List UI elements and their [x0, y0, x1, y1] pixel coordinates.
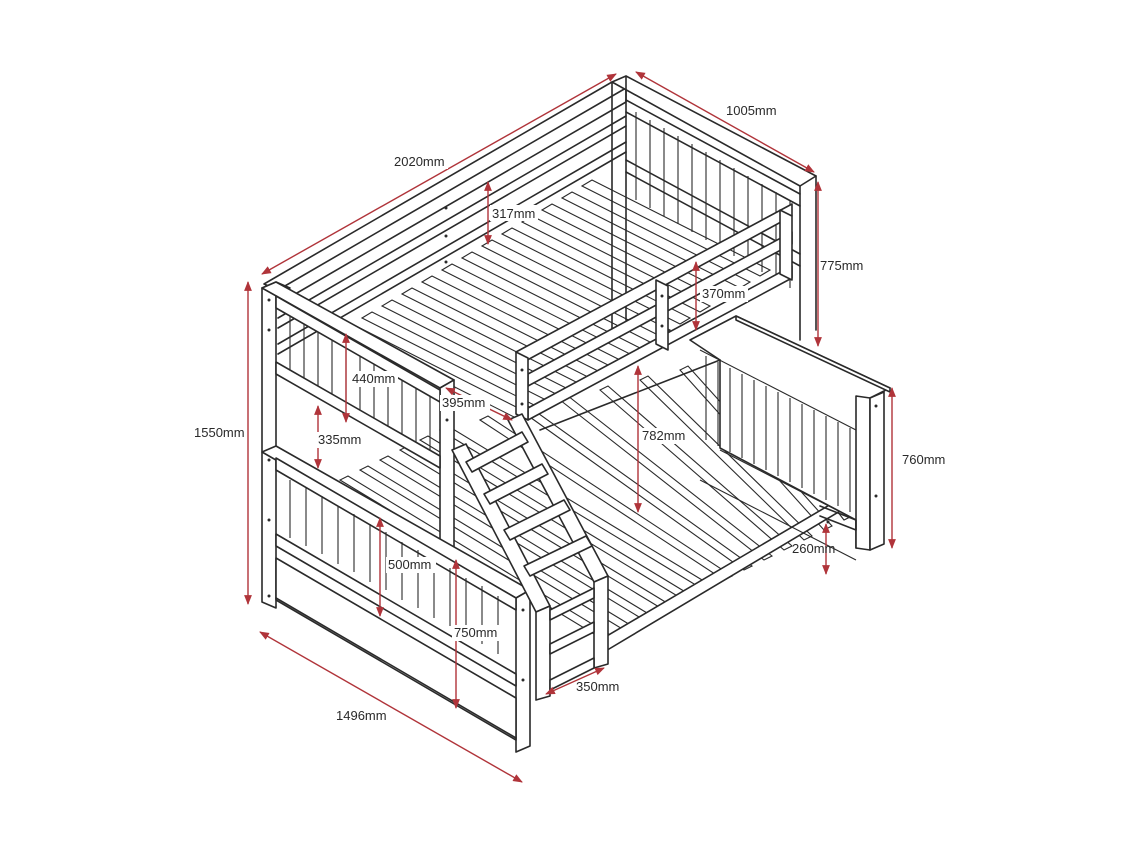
dim-line-350: [545, 667, 605, 695]
dim-line-2020: [261, 73, 617, 275]
bottom-right-end-board: [689, 315, 891, 561]
label-1005: 1005mm: [726, 103, 777, 118]
ladder: [451, 413, 609, 701]
label-370: 370mm: [702, 286, 745, 301]
dim-line-1496: [259, 631, 523, 783]
label-317: 317mm: [492, 206, 535, 221]
dim-line-1005: [635, 71, 815, 173]
label-440: 440mm: [352, 371, 395, 386]
dimension-labels: 2020mm 1005mm 775mm 317mm 370mm 440mm 39…: [194, 103, 945, 723]
top-front-guard: [515, 203, 793, 421]
label-775: 775mm: [820, 258, 863, 273]
label-395: 395mm: [442, 395, 485, 410]
label-1496: 1496mm: [336, 708, 387, 723]
label-1550: 1550mm: [194, 425, 245, 440]
label-335: 335mm: [318, 432, 361, 447]
label-350: 350mm: [576, 679, 619, 694]
label-260: 260mm: [792, 541, 835, 556]
label-2020: 2020mm: [394, 154, 445, 169]
label-750: 750mm: [454, 625, 497, 640]
label-782: 782mm: [642, 428, 685, 443]
label-500: 500mm: [388, 557, 431, 572]
label-760: 760mm: [902, 452, 945, 467]
